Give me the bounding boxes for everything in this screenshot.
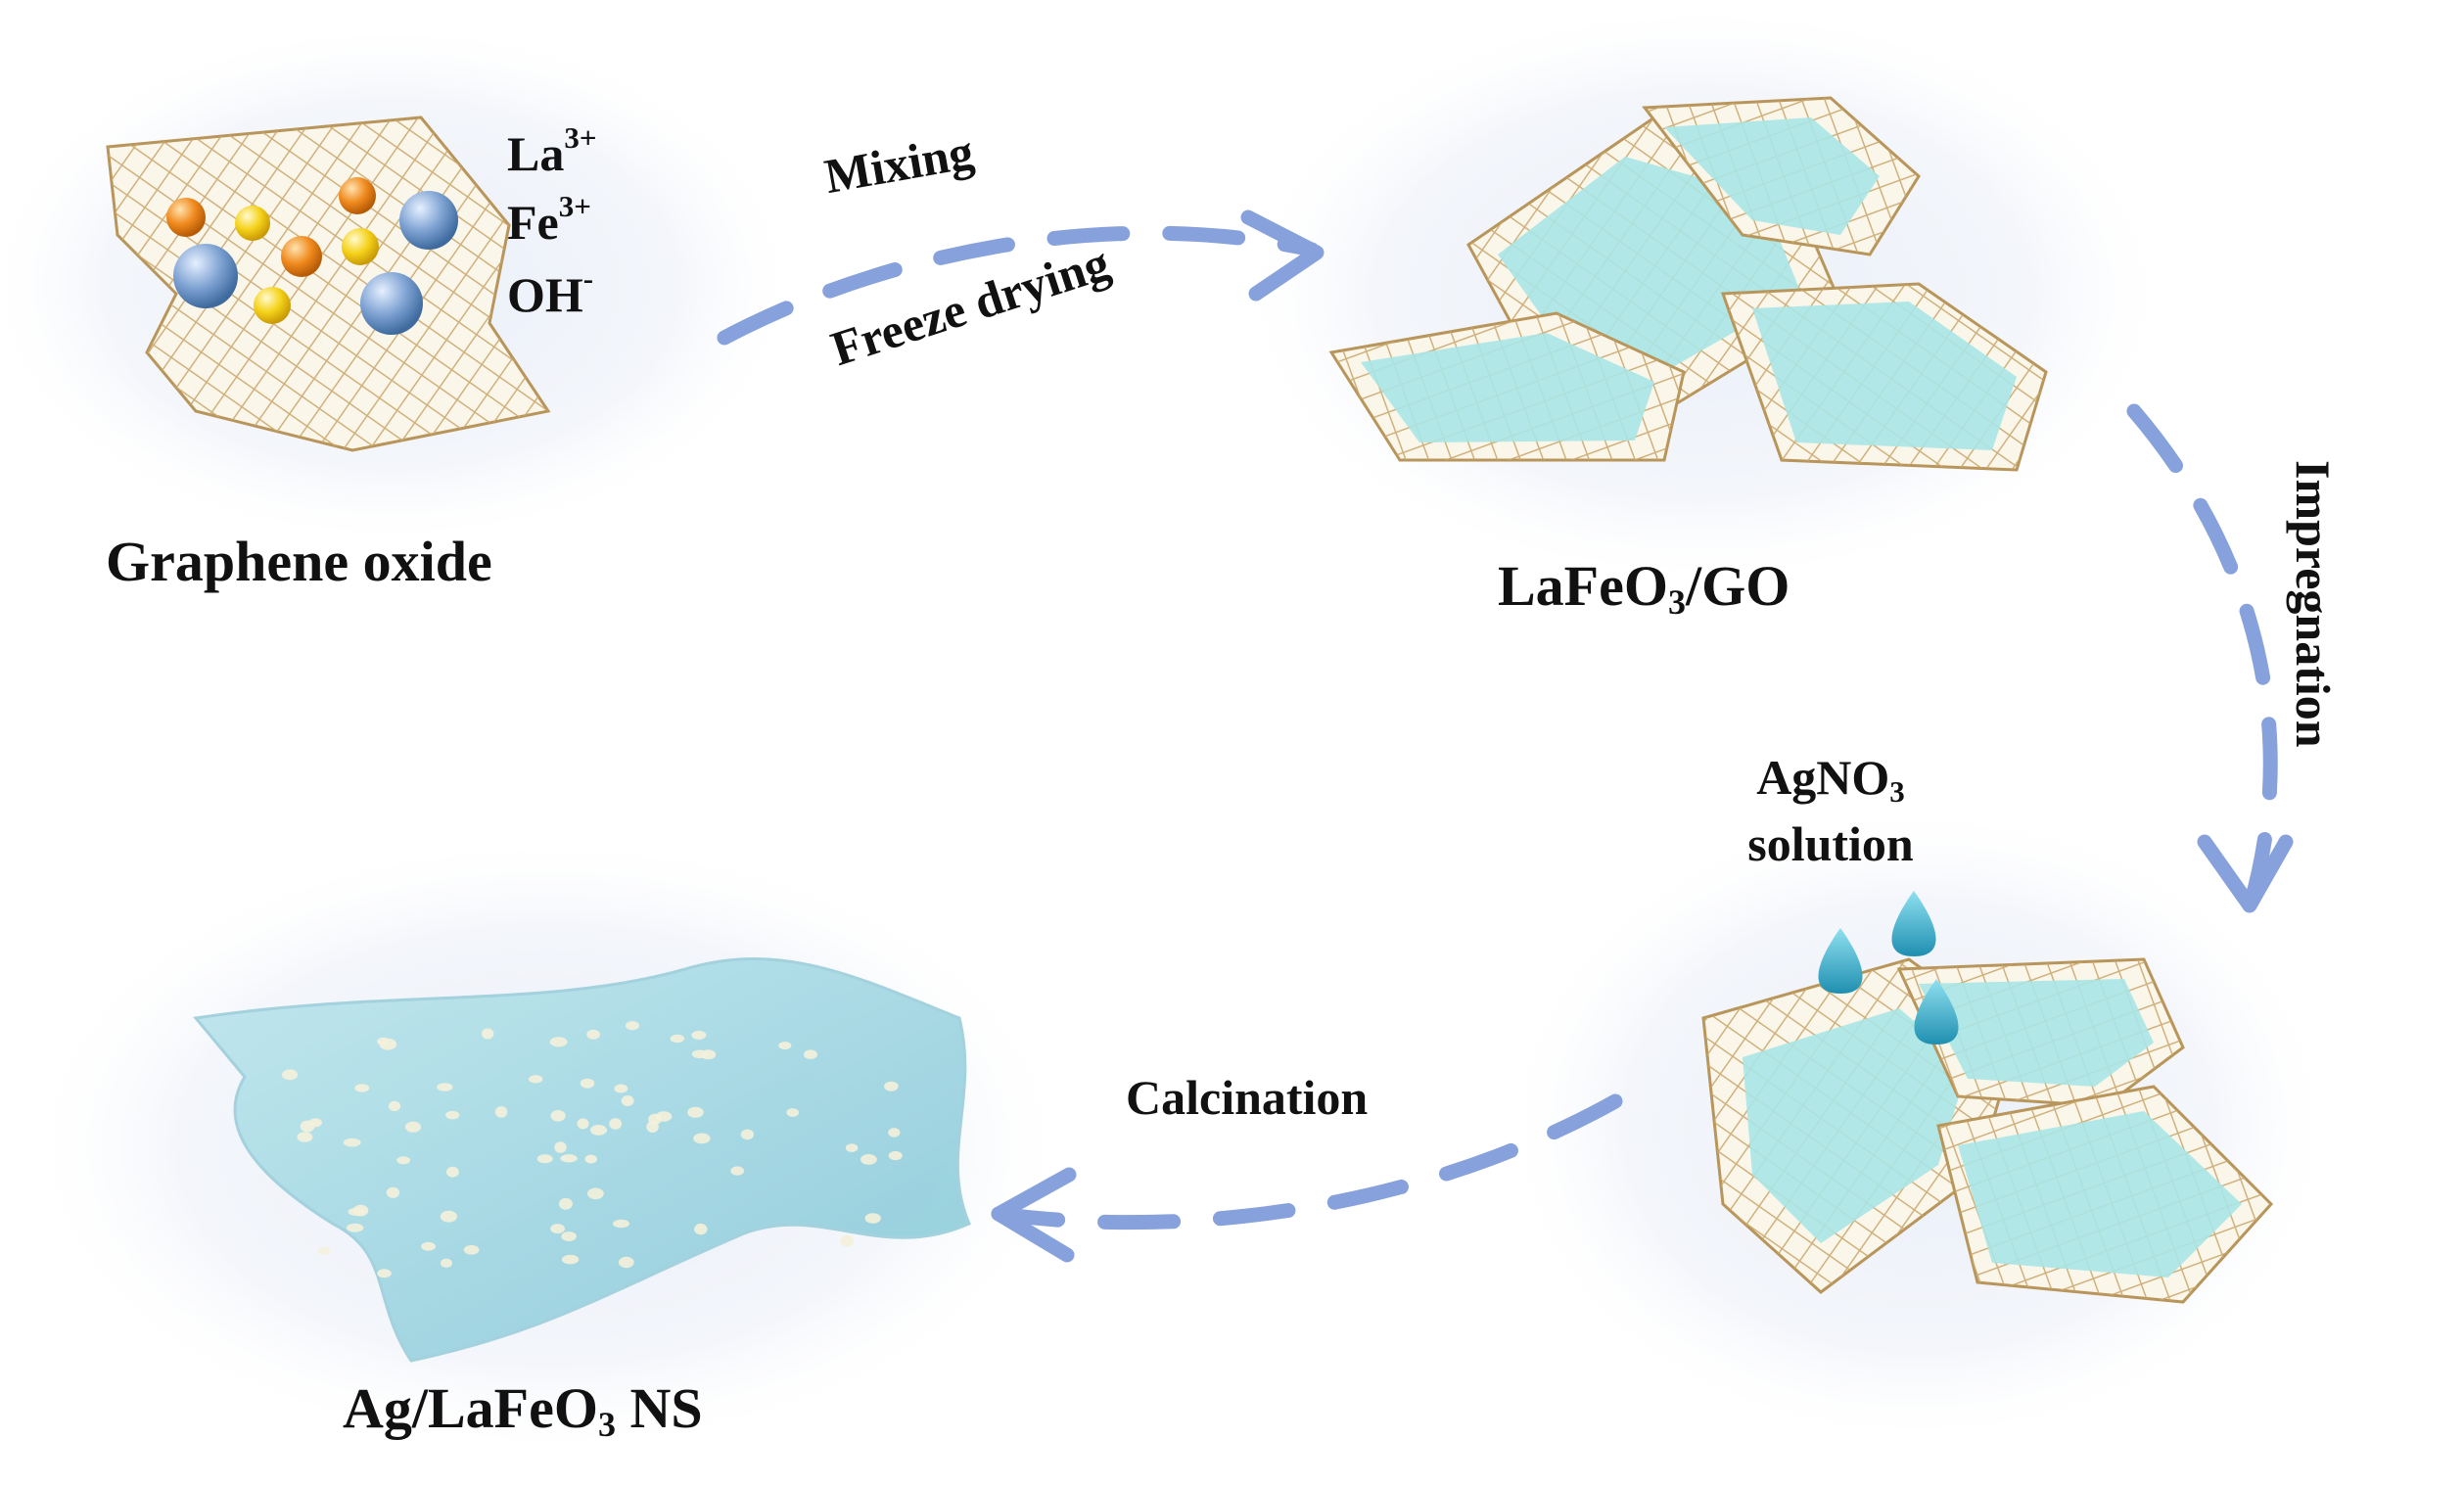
silver-nanoparticle <box>558 1197 573 1210</box>
silver-nanoparticle <box>297 1132 313 1142</box>
silver-nanoparticle <box>786 1108 799 1117</box>
silver-nanoparticle <box>554 1141 567 1153</box>
silver-nanoparticle <box>404 1121 422 1133</box>
silver-nanoparticle <box>589 1125 608 1136</box>
silver-nanoparticle <box>494 1106 508 1118</box>
ion-label-oh: OH- <box>507 260 594 322</box>
silver-nanoparticle <box>529 1075 543 1084</box>
silver-nanoparticle <box>687 1106 704 1118</box>
silver-nanoparticle <box>300 1120 315 1133</box>
silver-nanoparticle <box>352 1204 369 1217</box>
lafeo3-go-title: LaFeO3/GO <box>1498 554 1790 622</box>
arrow-mixing-head <box>1240 209 1325 302</box>
silver-nanoparticle <box>550 1110 566 1122</box>
step-label-impregnation: Impregnation <box>2286 460 2341 748</box>
ag-lafeo3-nanosheet <box>193 957 971 1363</box>
silver-nanoparticle <box>282 1069 299 1081</box>
silver-nanoparticle <box>584 1154 597 1164</box>
silver-nanoparticle <box>343 1138 361 1147</box>
silver-nanoparticle <box>670 1034 684 1044</box>
lafeo3-go-sheets <box>1328 96 2048 472</box>
silver-nanoparticle <box>561 1254 580 1265</box>
silver-nanoparticle <box>609 1118 622 1130</box>
silver-nanoparticle <box>884 1081 899 1091</box>
silver-nanoparticle <box>445 1110 460 1120</box>
silver-nanoparticle <box>388 1100 401 1112</box>
silver-nanoparticle <box>441 1258 452 1269</box>
silver-nanoparticles <box>282 1021 903 1278</box>
silver-nanoparticle <box>778 1042 792 1050</box>
process-arrows <box>717 209 2294 1263</box>
silver-nanoparticle <box>888 1128 901 1138</box>
silver-nanoparticle <box>561 1231 577 1241</box>
silver-nanoparticle <box>626 1021 639 1031</box>
graphene-oxide-title: Graphene oxide <box>106 530 492 593</box>
silver-nanoparticle <box>536 1154 553 1164</box>
silver-nanoparticle <box>730 1166 744 1176</box>
arrow-mixing <box>717 225 1320 346</box>
silver-nanoparticle <box>888 1150 903 1161</box>
silver-nanoparticle <box>440 1210 457 1223</box>
silver-nanoparticle <box>421 1241 436 1251</box>
silver-nanoparticle <box>860 1154 877 1165</box>
ion-particles <box>166 177 458 335</box>
silver-nanoparticle <box>560 1154 578 1163</box>
silver-nanoparticle <box>691 1030 707 1040</box>
silver-nanoparticle <box>550 1224 565 1233</box>
silver-nanoparticle <box>618 1256 634 1269</box>
silver-nanoparticle <box>621 1095 634 1106</box>
silver-nanoparticle <box>655 1111 673 1122</box>
silver-nanoparticle <box>377 1037 390 1045</box>
ag-lafeo3-title: Ag/LaFeO3 NS <box>343 1376 703 1444</box>
arrow-calcination-head <box>991 1167 1077 1263</box>
ion-label-fe: Fe3+ <box>507 188 591 250</box>
silver-nanoparticle <box>864 1213 881 1224</box>
silver-nanoparticle <box>577 1118 589 1130</box>
agno3-droplets <box>1818 891 1959 1045</box>
step-label-calcination: Calcination <box>1126 1070 1369 1125</box>
silver-nanoparticle <box>446 1166 459 1178</box>
silver-nanoparticle <box>482 1028 494 1040</box>
silver-nanoparticle <box>693 1133 711 1144</box>
silver-nanoparticle <box>580 1078 595 1089</box>
silver-nanoparticle <box>740 1129 755 1140</box>
silver-nanoparticle <box>613 1219 629 1229</box>
silver-nanoparticle <box>587 1187 604 1200</box>
silver-nanoparticle <box>377 1269 392 1278</box>
agno3-label: AgNO3 <box>1756 750 1905 809</box>
silver-nanoparticle <box>646 1121 659 1133</box>
silver-nanoparticle <box>845 1143 859 1152</box>
silver-nanoparticle <box>396 1156 410 1165</box>
silver-nanoparticle <box>549 1037 568 1047</box>
silver-nanoparticle <box>694 1223 708 1235</box>
arrow-impregnation <box>2126 403 2278 908</box>
silver-nanoparticle <box>317 1246 331 1255</box>
silver-nanoparticle <box>463 1245 480 1255</box>
silver-nanoparticle <box>437 1083 453 1091</box>
silver-nanoparticle <box>346 1223 364 1232</box>
silver-nanoparticle <box>840 1234 855 1247</box>
ion-label-la: La3+ <box>507 119 597 181</box>
silver-nanoparticle <box>614 1084 628 1093</box>
agno3-solution-label: solution <box>1747 816 1914 871</box>
silver-nanoparticle <box>691 1049 708 1059</box>
silver-nanoparticle <box>386 1186 400 1198</box>
arrow-impregnation-head <box>2197 834 2294 913</box>
silver-nanoparticle <box>586 1029 600 1040</box>
silver-nanoparticle <box>354 1084 370 1092</box>
silver-nanoparticle <box>804 1049 817 1059</box>
arrow-calcination <box>991 1093 1623 1231</box>
